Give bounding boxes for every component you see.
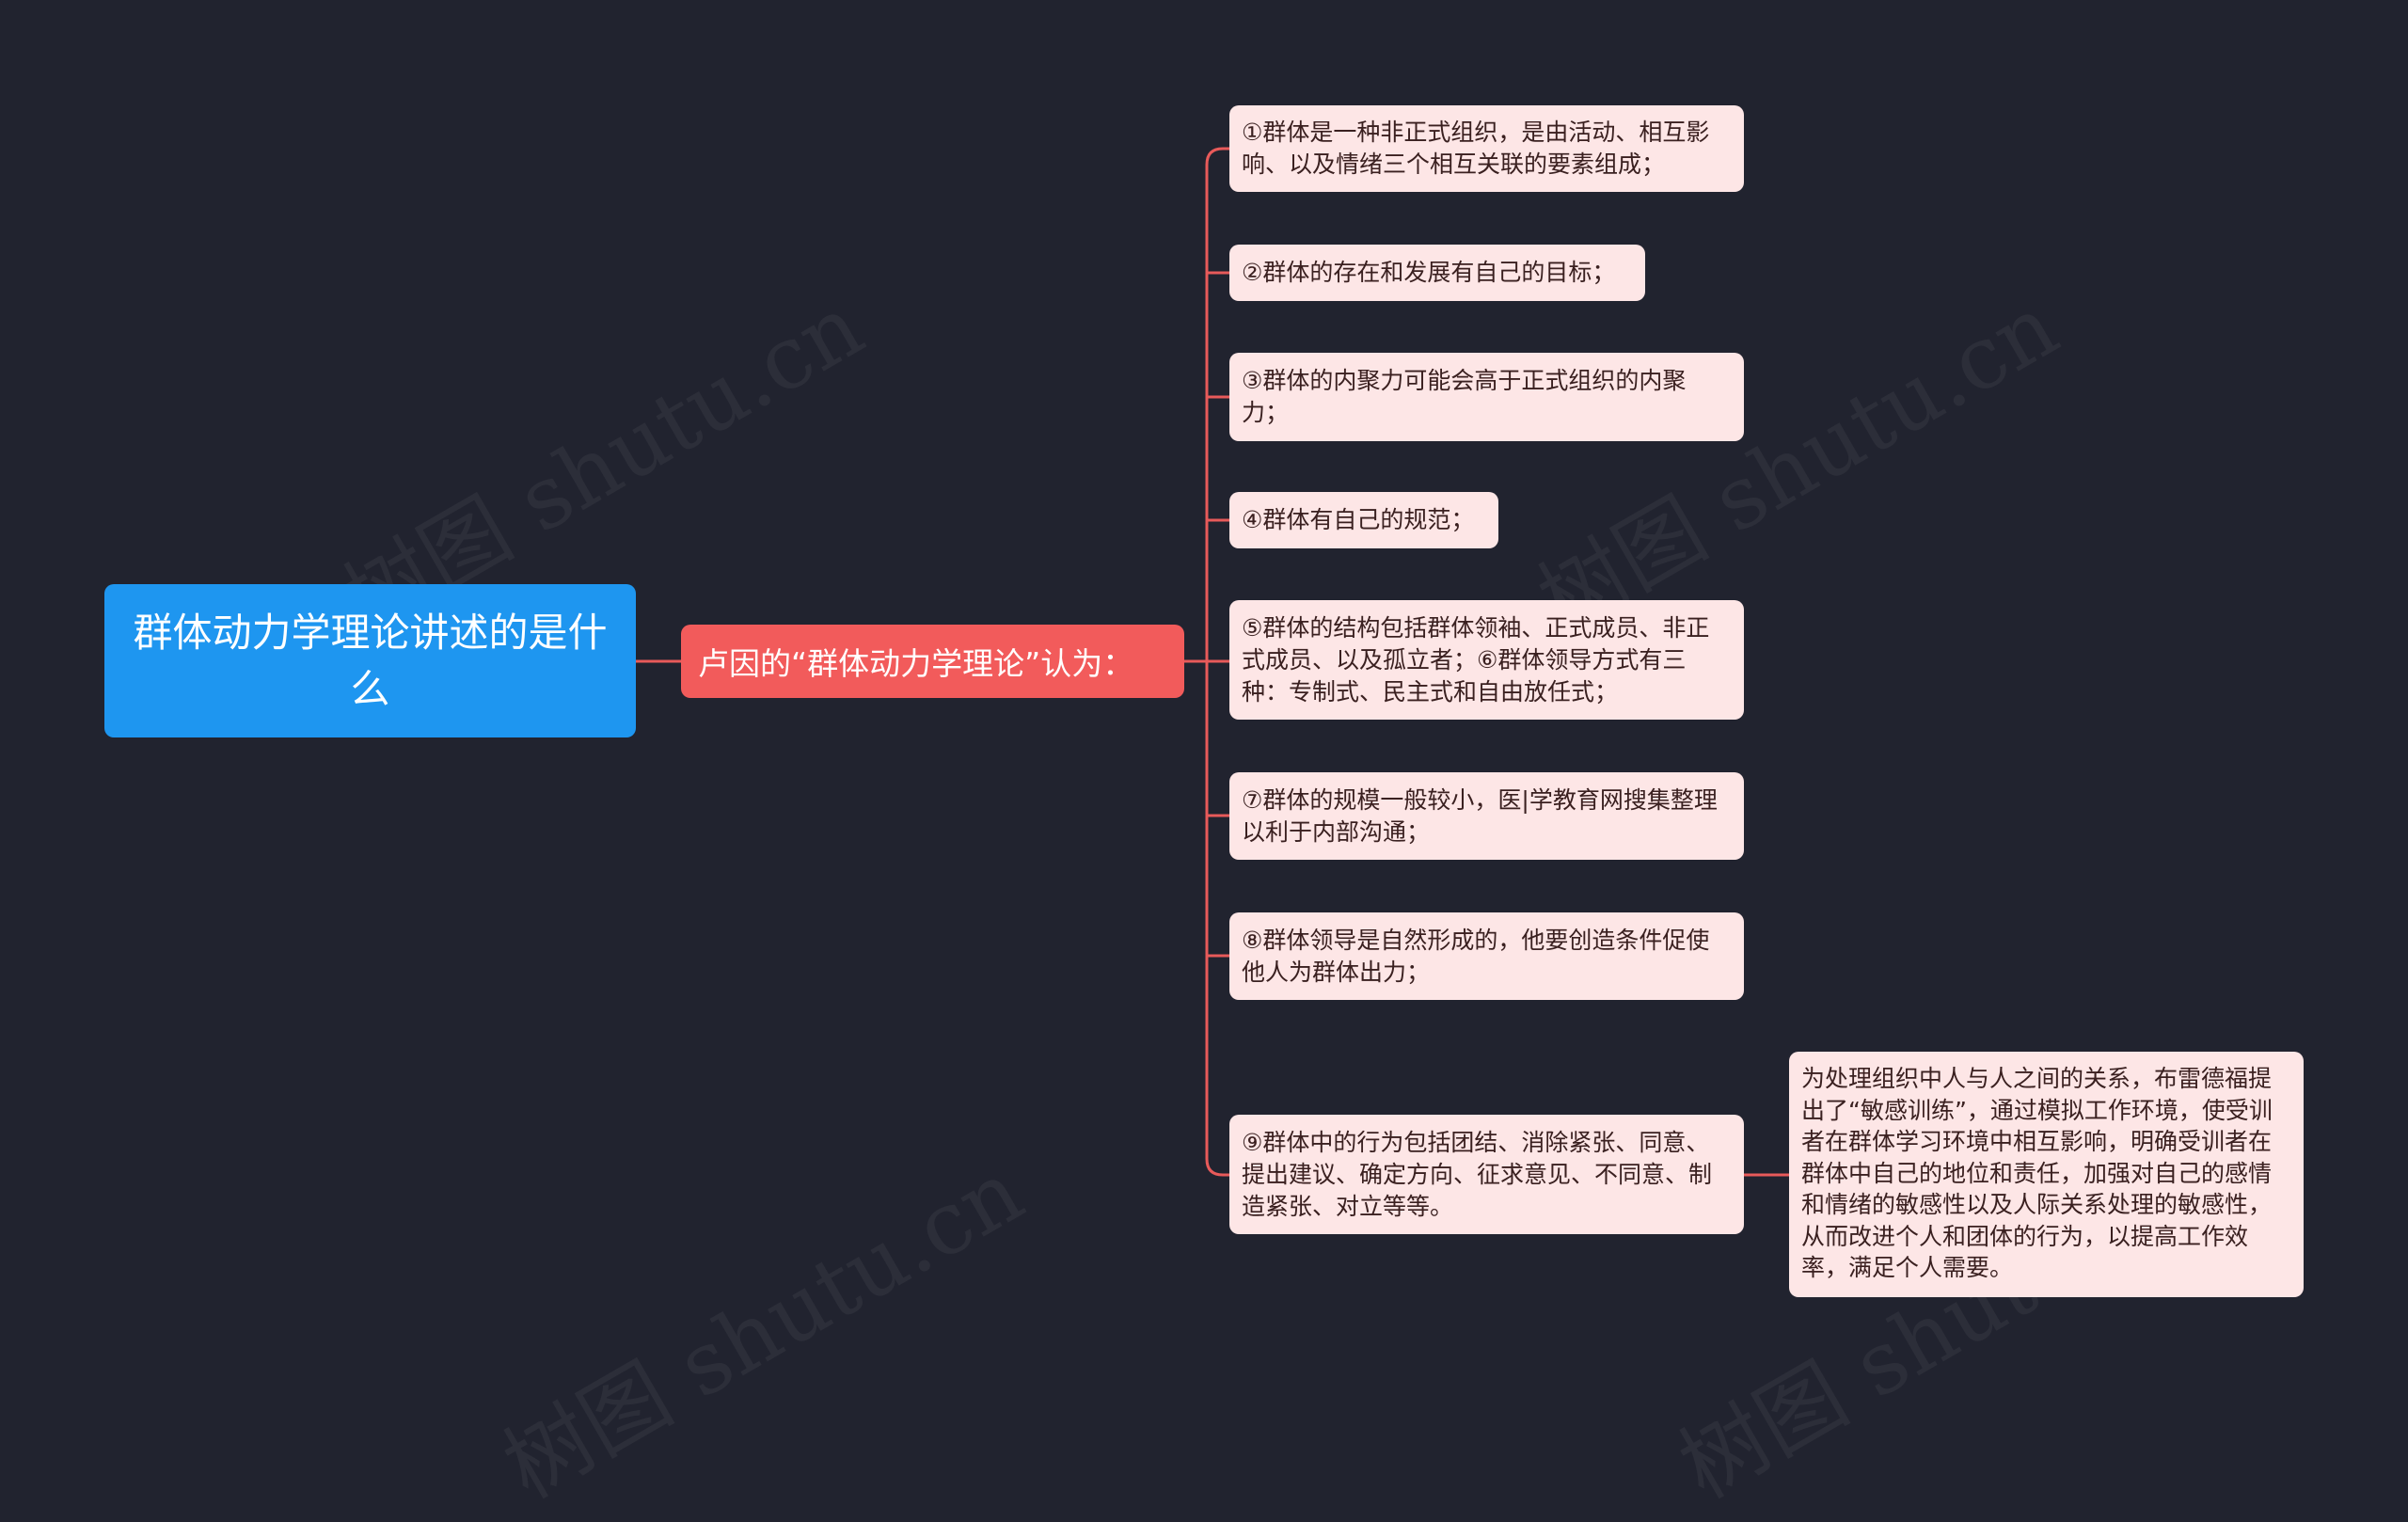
leaf-topic-6[interactable]: ⑦群体的规模一般较小，医|学教育网搜集整理以利于内部沟通； <box>1229 772 1744 860</box>
leaf-topic-5[interactable]: ⑤群体的结构包括群体领袖、正式成员、非正式成员、以及孤立者；⑥群体领导方式有三种… <box>1229 600 1744 720</box>
connector-leaf-8 <box>1205 1158 1229 1177</box>
leaf-topic-1[interactable]: ①群体是一种非正式组织，是由活动、相互影响、以及情绪三个相互关联的要素组成； <box>1229 105 1744 192</box>
leaf-topic-label: ②群体的存在和发展有自己的目标； <box>1242 259 1616 286</box>
leaf-topic-2[interactable]: ②群体的存在和发展有自己的目标； <box>1229 245 1645 301</box>
mind-map-canvas: 树图 shutu.cn 树图 shutu.cn 树图 shutu.cn 树图 s… <box>104 105 2304 1518</box>
leaf-topic-label: ⑤群体的结构包括群体领袖、正式成员、非正式成员、以及孤立者；⑥群体领导方式有三种… <box>1242 613 1710 706</box>
leaf-topic-label: ⑦群体的规模一般较小，医|学教育网搜集整理以利于内部沟通； <box>1242 785 1718 846</box>
leaf-topic-4[interactable]: ④群体有自己的规范； <box>1229 492 1498 548</box>
connector-leaf-1 <box>1205 147 1229 166</box>
leaf-topic-7[interactable]: ⑧群体领导是自然形成的，他要创造条件促使他人为群体出力； <box>1229 912 1744 1000</box>
connector-lines <box>636 147 1789 1177</box>
root-topic-label: 群体动力学理论讲述的是什么 <box>133 609 608 712</box>
detail-topic[interactable]: 为处理组织中人与人之间的关系，布雷德福提出了“敏感训练”，通过模拟工作环境，使受… <box>1789 1052 2304 1297</box>
branch-topic[interactable]: 卢因的“群体动力学理论”认为： <box>681 625 1184 698</box>
leaf-topic-label: ①群体是一种非正式组织，是由活动、相互影响、以及情绪三个相互关联的要素组成； <box>1242 119 1710 178</box>
leaf-topic-label: ④群体有自己的规范； <box>1242 506 1475 533</box>
leaf-topic-3[interactable]: ③群体的内聚力可能会高于正式组织的内聚力； <box>1229 353 1744 441</box>
detail-topic-label: 为处理组织中人与人之间的关系，布雷德福提出了“敏感训练”，通过模拟工作环境，使受… <box>1801 1065 2273 1281</box>
branch-topic-label: 卢因的“群体动力学理论”认为： <box>698 645 1134 682</box>
leaf-topic-8[interactable]: ⑨群体中的行为包括团结、消除紧张、同意、提出建议、确定方向、征求意见、不同意、制… <box>1229 1115 1744 1234</box>
leaf-topic-label: ⑨群体中的行为包括团结、消除紧张、同意、提出建议、确定方向、征求意见、不同意、制… <box>1242 1128 1713 1220</box>
leaf-topic-label: ③群体的内聚力可能会高于正式组织的内聚力； <box>1242 367 1687 426</box>
root-topic[interactable]: 群体动力学理论讲述的是什么 <box>104 584 636 737</box>
leaf-topic-label: ⑧群体领导是自然形成的，他要创造条件促使他人为群体出力； <box>1242 926 1710 986</box>
